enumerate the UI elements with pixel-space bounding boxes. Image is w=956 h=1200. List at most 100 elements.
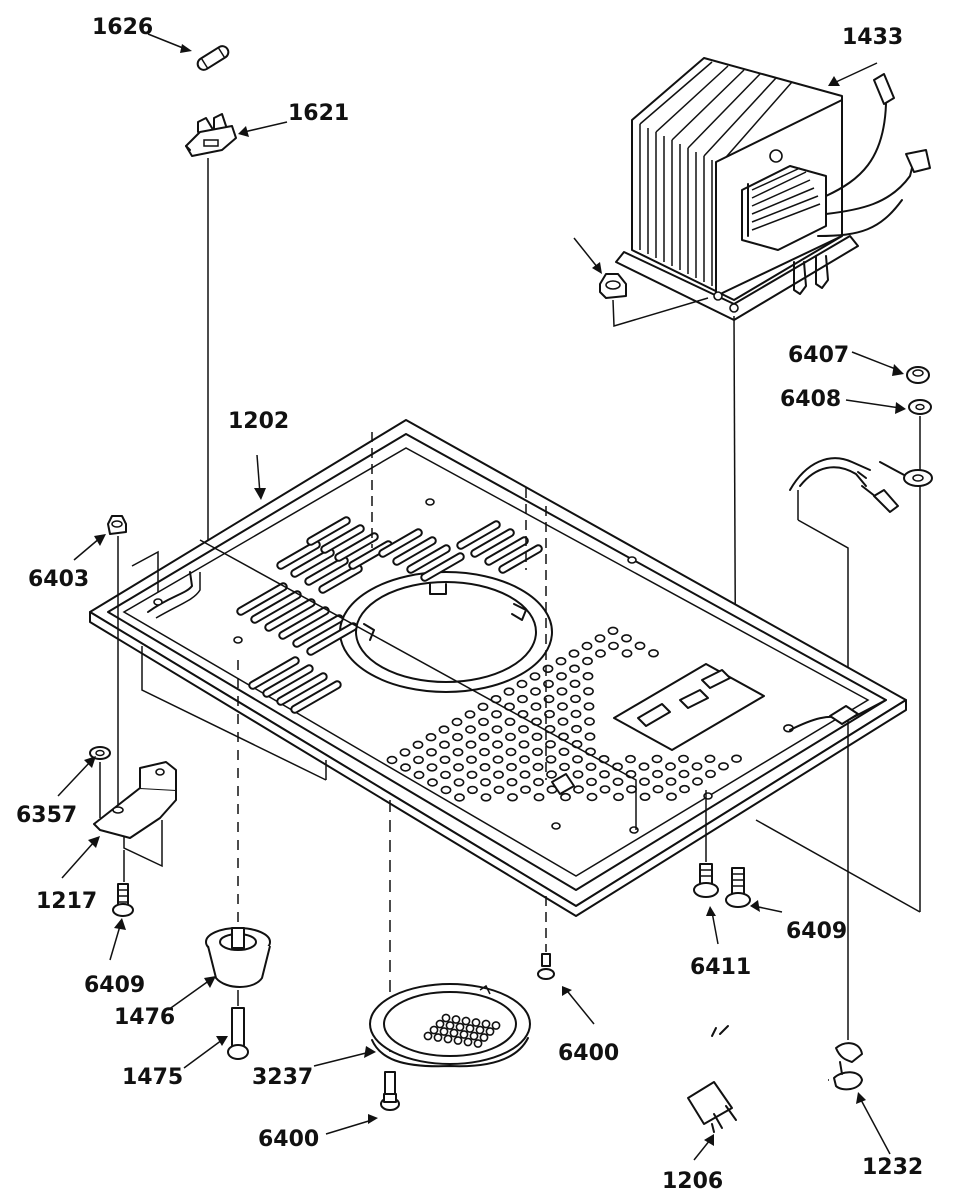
- grille-hole: [465, 1024, 475, 1033]
- label-1202: 1202: [228, 409, 289, 434]
- vent-hole: [639, 792, 651, 801]
- grille-hole: [475, 1025, 485, 1035]
- vent-hole: [477, 702, 489, 711]
- label-1475: 1475: [122, 1065, 183, 1090]
- vent-hole: [516, 679, 528, 689]
- vent-hole: [532, 762, 544, 772]
- bracket-1217: [93, 761, 177, 868]
- vent-hole: [504, 717, 516, 726]
- label-6409-right: 6409: [786, 919, 847, 944]
- vent-hole: [413, 755, 424, 765]
- label-1232: 1232: [862, 1155, 923, 1180]
- vent-hole: [639, 777, 650, 786]
- grille-hole: [429, 1025, 439, 1035]
- grille-hole: [455, 1022, 465, 1032]
- label-6407: 6407: [788, 343, 849, 368]
- vent-hole: [571, 724, 582, 734]
- label-1217: 1217: [36, 889, 97, 914]
- vent-hole: [612, 777, 624, 786]
- vent-hole: [532, 747, 543, 757]
- vent-hole: [599, 785, 611, 794]
- vent-hole: [530, 702, 542, 711]
- leader-6400-right: [567, 991, 595, 1025]
- vent-hole: [400, 763, 411, 772]
- vent-hole: [452, 747, 464, 757]
- vent-hole: [492, 740, 503, 749]
- leader-6411: [711, 911, 719, 945]
- vent-hole: [466, 770, 478, 779]
- vent-hole: [439, 740, 450, 749]
- vent-hole: [503, 687, 515, 696]
- vent-hole: [519, 770, 531, 779]
- label-1621: 1621: [288, 101, 349, 126]
- label-1476: 1476: [114, 1005, 175, 1030]
- vent-hole: [652, 769, 663, 779]
- vent-hole: [544, 709, 555, 719]
- vent-hole: [507, 793, 518, 802]
- vent-hole: [718, 762, 729, 771]
- vent-hole: [621, 634, 632, 643]
- grille-hole: [473, 1039, 483, 1048]
- vent-hole: [665, 762, 676, 771]
- nut-6407: [906, 366, 930, 384]
- vent-hole: [691, 762, 703, 771]
- grille-hole: [445, 1021, 455, 1030]
- lock-washer-6408: [908, 399, 932, 415]
- leader-1217: [61, 841, 95, 879]
- vent-hole: [573, 785, 584, 794]
- power-cord-1206: [623, 988, 829, 1133]
- grille-hole: [453, 1036, 463, 1045]
- vent-hole: [585, 762, 597, 771]
- vent-hole: [465, 725, 476, 734]
- vent-hole: [581, 641, 593, 651]
- base-pan-1202: [89, 419, 907, 917]
- vent-hole: [519, 755, 530, 764]
- vent-hole: [568, 649, 580, 658]
- leader-1202: [256, 454, 261, 495]
- grille-hole: [471, 1018, 481, 1027]
- vent-hole: [648, 649, 659, 658]
- vent-hole: [480, 793, 492, 802]
- vent-hole: [556, 672, 567, 681]
- vent-hole: [583, 687, 594, 696]
- vent-hole: [678, 754, 689, 764]
- vent-hole: [439, 755, 451, 764]
- vent-hole: [546, 770, 557, 779]
- vent-hole: [399, 748, 411, 757]
- vent-hole: [666, 792, 677, 801]
- vent-hole: [665, 777, 677, 786]
- screw-6411: [693, 863, 719, 898]
- screw-6409-right: [725, 867, 751, 908]
- grille-hole: [423, 1031, 433, 1041]
- nut-unlabeled: [599, 273, 627, 299]
- vent-hole: [440, 785, 452, 795]
- nut-6403: [107, 515, 127, 535]
- ground-wire-terminals: [789, 457, 933, 520]
- vent-hole: [464, 710, 476, 719]
- vent-hole: [518, 740, 530, 749]
- screw-6400-lower: [380, 1071, 400, 1111]
- vent-hole: [479, 762, 491, 772]
- vent-hole: [467, 785, 478, 795]
- vent-hole: [594, 634, 606, 643]
- vent-hole: [570, 709, 582, 719]
- foot-1476: [205, 927, 271, 988]
- vent-hole: [542, 664, 554, 673]
- vent-hole: [556, 687, 568, 696]
- vent-hole: [426, 748, 437, 757]
- grille-hole: [481, 1019, 491, 1029]
- vent-hole: [453, 763, 464, 772]
- vent-hole: [558, 747, 570, 756]
- leader-6408: [845, 399, 901, 409]
- vent-hole: [613, 792, 624, 802]
- label-6357: 6357: [16, 803, 77, 828]
- label-3237: 3237: [252, 1065, 313, 1090]
- vent-hole: [427, 778, 438, 787]
- vent-hole: [491, 710, 502, 719]
- leader-6357: [57, 761, 91, 797]
- grille-hole: [479, 1033, 489, 1042]
- vent-hole: [583, 702, 595, 711]
- vent-hole: [545, 755, 557, 764]
- vent-hole: [492, 755, 504, 764]
